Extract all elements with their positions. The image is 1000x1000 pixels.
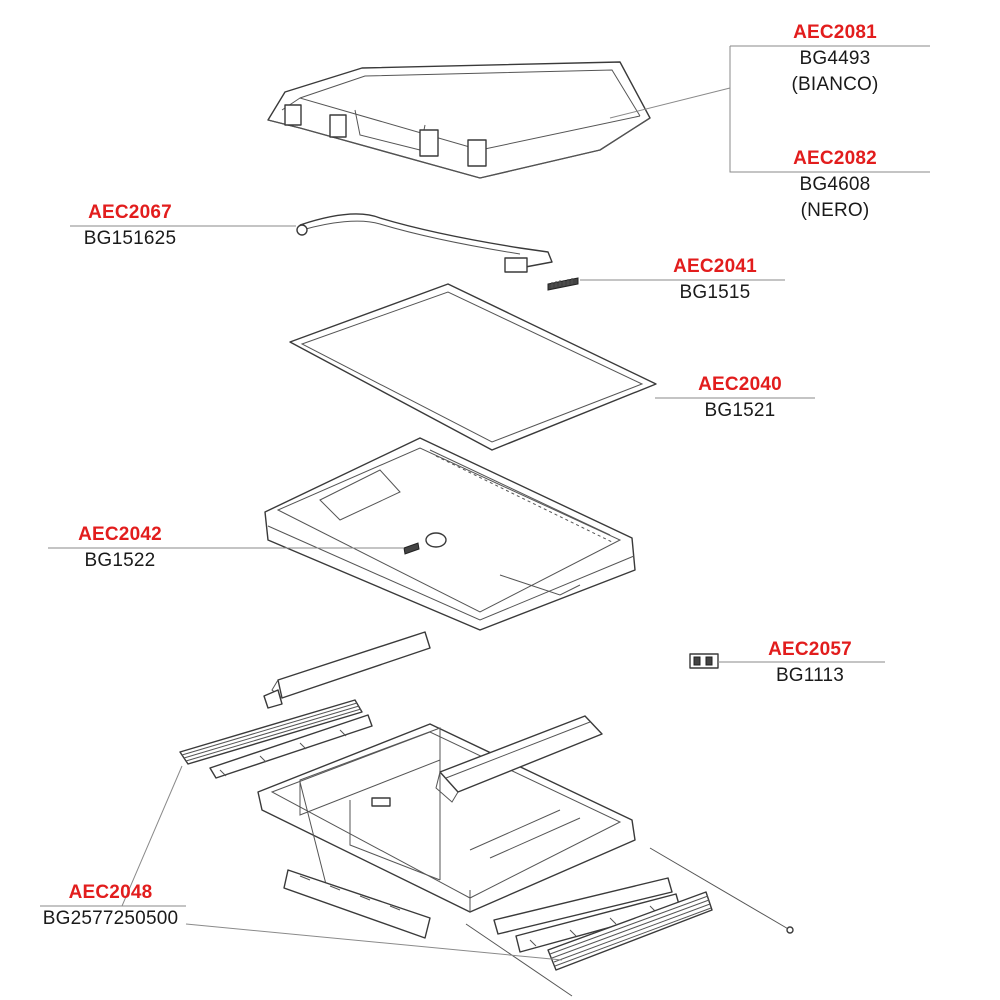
part-reference: BG1515 bbox=[679, 282, 751, 303]
label-aec2041: AEC2041 BG1515 bbox=[640, 254, 790, 306]
wire-rod-right bbox=[649, 847, 791, 931]
part-reference: BG2577250500 bbox=[42, 908, 179, 929]
label-aec2048: AEC2048 BG2577250500 bbox=[28, 880, 193, 932]
part-code: AEC2048 bbox=[68, 882, 153, 903]
part-code: AEC2057 bbox=[768, 639, 852, 660]
label-aec2067: AEC2067 BG151625 bbox=[55, 200, 205, 252]
channel-profile-part bbox=[263, 631, 431, 709]
crossbar-part bbox=[435, 715, 603, 803]
inner-frame-part bbox=[264, 437, 636, 631]
label-aec2040: AEC2040 BG1521 bbox=[665, 372, 815, 424]
leader-aec2081 bbox=[609, 45, 930, 173]
label-aec2057: AEC2057 BG1113 bbox=[735, 637, 885, 689]
gasket-part bbox=[289, 283, 657, 451]
part-reference: BG1521 bbox=[704, 400, 776, 421]
part-code: AEC2041 bbox=[673, 256, 757, 277]
part-reference: BG4493 bbox=[799, 48, 871, 69]
spring-part bbox=[547, 277, 579, 291]
part-reference: BG151625 bbox=[83, 228, 177, 249]
part-note: (NERO) bbox=[800, 200, 870, 221]
part-code: AEC2082 bbox=[793, 148, 877, 169]
part-reference: BG1113 bbox=[775, 665, 845, 686]
part-code: AEC2042 bbox=[78, 524, 162, 545]
label-aec2042: AEC2042 BG1522 bbox=[45, 522, 195, 574]
roof-dome-part bbox=[267, 61, 651, 179]
lower-slotted-strip-part bbox=[283, 869, 431, 939]
leader-aec2048-lower bbox=[185, 923, 563, 961]
part-code: AEC2040 bbox=[698, 374, 782, 395]
louvre-strip-part bbox=[179, 699, 373, 779]
wire-rod-left bbox=[465, 923, 573, 997]
label-aec2082: AEC2082 BG4608 (NERO) bbox=[760, 146, 910, 224]
part-note: (BIANCO) bbox=[791, 74, 879, 95]
part-code: AEC2067 bbox=[88, 202, 172, 223]
clip-part bbox=[689, 653, 719, 669]
label-aec2081: AEC2081 BG4493 (BIANCO) bbox=[760, 20, 910, 98]
lower-louvre-strip-part bbox=[547, 891, 713, 971]
part-reference: BG4608 bbox=[799, 174, 871, 195]
part-code: AEC2081 bbox=[793, 22, 877, 43]
base-tray-part bbox=[257, 723, 636, 913]
leader-aec2048 bbox=[40, 765, 186, 907]
lower-rail-part bbox=[493, 877, 681, 953]
stay-arm-part bbox=[296, 213, 553, 273]
part-reference: BG1522 bbox=[84, 550, 156, 571]
